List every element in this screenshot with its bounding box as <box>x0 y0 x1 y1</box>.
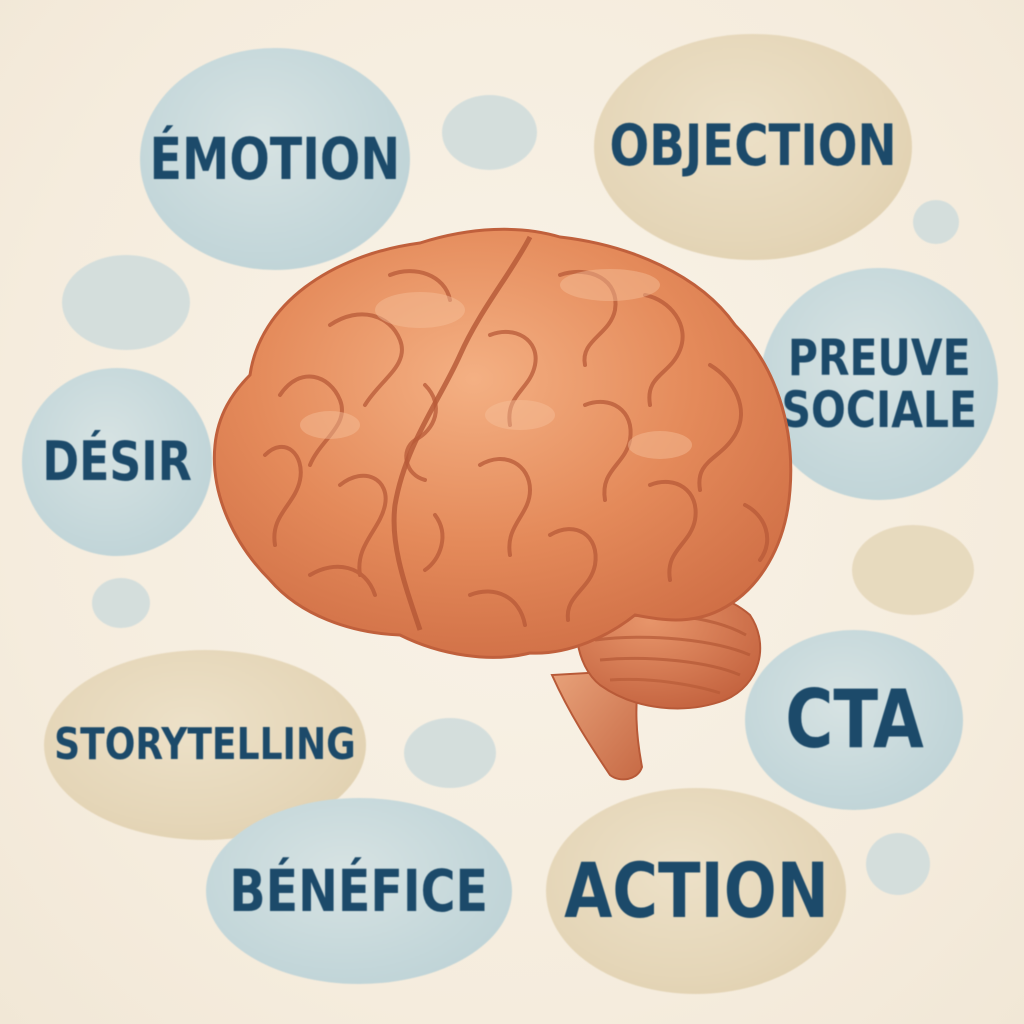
decor-dot <box>62 255 190 350</box>
bubble-label: OBJECTION <box>609 113 897 180</box>
decor-dot <box>442 95 537 170</box>
bubble-preuve-sociale: PREUVE SOCIALE <box>760 268 998 500</box>
bubble-benefice: BÉNÉFICE <box>206 798 512 984</box>
decor-dot <box>404 718 496 788</box>
bubble-label: CTA <box>784 673 924 766</box>
bubble-label: BÉNÉFICE <box>229 856 489 925</box>
decor-dot <box>913 200 959 244</box>
brain-icon <box>212 227 793 781</box>
bubble-label: STORYTELLING <box>54 718 356 770</box>
bubble-desir: DÉSIR <box>22 368 212 556</box>
bubble-cta: CTA <box>745 630 963 810</box>
bubble-label: DÉSIR <box>42 429 192 493</box>
bubble-label: ACTION <box>563 846 829 936</box>
decor-dot <box>92 578 150 628</box>
bubble-action: ACTION <box>546 788 846 994</box>
bubble-label: ÉMOTION <box>149 124 401 193</box>
bubble-emotion: ÉMOTION <box>140 48 410 270</box>
bubble-objection: OBJECTION <box>594 34 912 260</box>
decor-dot <box>866 833 930 895</box>
bubble-label: PREUVE SOCIALE <box>781 328 977 439</box>
brain-cerebrum <box>212 227 793 659</box>
decor-dot <box>852 525 974 615</box>
